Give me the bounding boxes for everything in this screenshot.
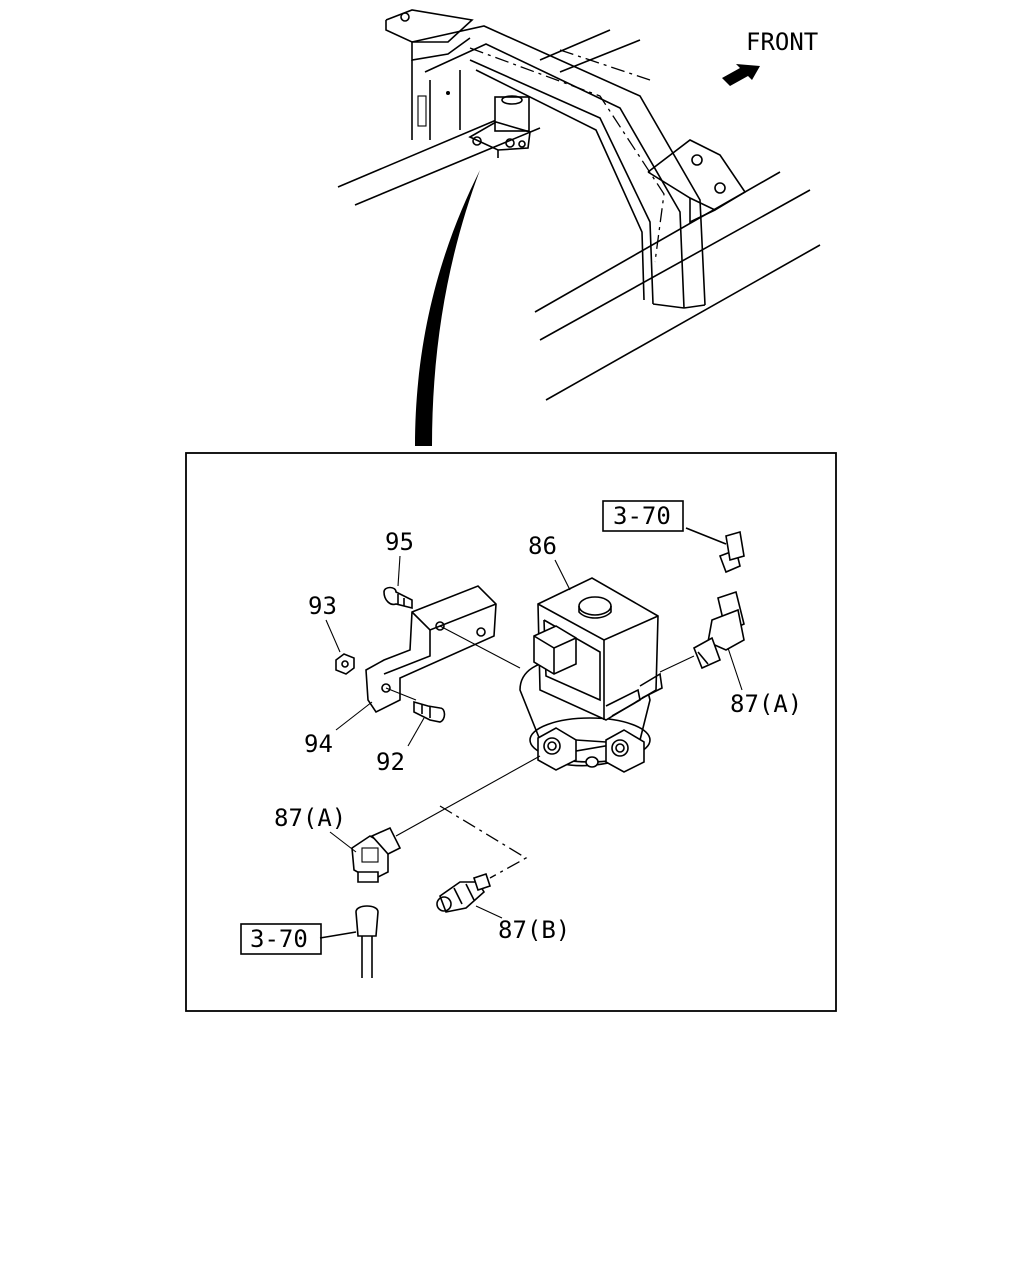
chassis-overview: FRONT xyxy=(337,9,821,446)
zoom-leader xyxy=(415,170,480,446)
svg-text:95: 95 xyxy=(385,528,414,556)
front-label: FRONT xyxy=(746,28,818,56)
fitting-87a-right xyxy=(659,527,745,673)
svg-text:92: 92 xyxy=(376,748,405,776)
callout-87a-right: 87(A) xyxy=(727,647,802,718)
detail-frame xyxy=(185,452,837,1012)
svg-text:87(B): 87(B) xyxy=(498,916,570,944)
svg-text:3-70: 3-70 xyxy=(250,925,308,953)
bolt-95 xyxy=(383,586,413,610)
reference-box-top: 3-70 xyxy=(602,500,684,532)
svg-text:87(A): 87(A) xyxy=(274,804,346,832)
callout-86: 86 xyxy=(528,532,571,591)
svg-text:86: 86 xyxy=(528,532,557,560)
callout-95: 95 xyxy=(385,528,414,587)
svg-text:94: 94 xyxy=(304,730,333,758)
callout-87a-left: 87(A) xyxy=(274,804,357,853)
callout-93: 93 xyxy=(308,592,341,653)
callout-94: 94 xyxy=(304,701,373,758)
reference-box-bottom: 3-70 xyxy=(240,923,322,955)
plug-87b xyxy=(436,805,528,913)
arrow-icon xyxy=(722,64,760,86)
fitting-87a-left xyxy=(319,755,541,978)
svg-text:87(A): 87(A) xyxy=(730,690,802,718)
bolt-92 xyxy=(413,700,446,723)
callout-92: 92 xyxy=(376,717,425,776)
valve-86 xyxy=(519,577,663,773)
valve-location-icon xyxy=(468,95,531,158)
bracket-94 xyxy=(365,585,521,714)
nut-93 xyxy=(335,653,355,675)
svg-text:93: 93 xyxy=(308,592,337,620)
callout-87b: 87(B) xyxy=(475,905,570,944)
svg-text:3-70: 3-70 xyxy=(613,502,671,530)
